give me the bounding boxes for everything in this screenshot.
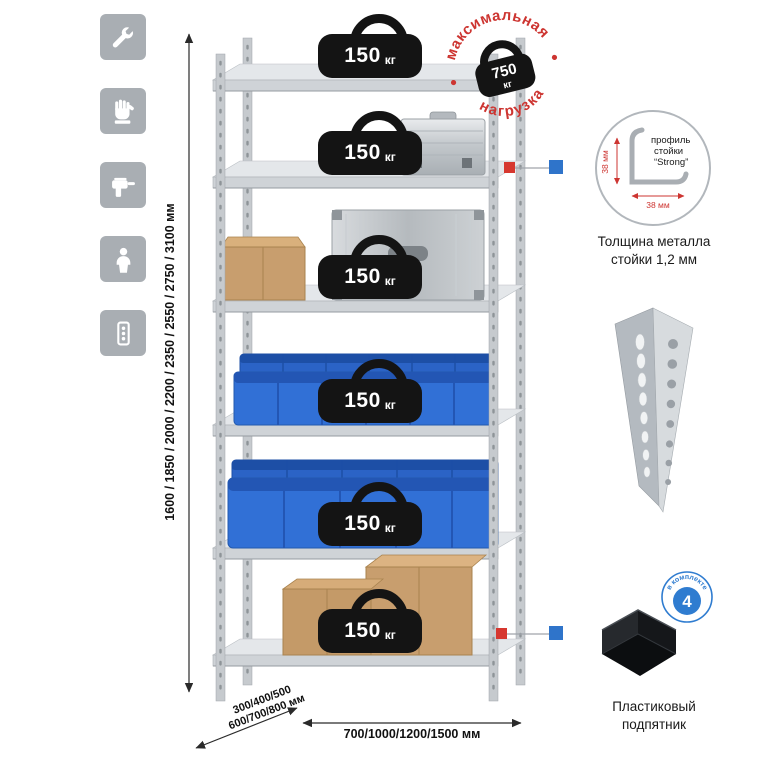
- kit-quantity-badge: в комплекте 4: [661, 571, 713, 623]
- badge-value: 4: [682, 592, 692, 611]
- blue-marker-foot: [549, 626, 563, 640]
- gloves-icon: [100, 88, 146, 134]
- foot-caption: Пластиковый подпятник: [584, 698, 724, 733]
- load-unit: кг: [384, 273, 396, 288]
- load-unit: кг: [384, 520, 396, 535]
- profile-caption: Толщина металла стойки 1,2 мм: [584, 233, 724, 268]
- rack-front-posts: [215, 53, 499, 702]
- profile-label-line1: профиль: [651, 135, 690, 146]
- foot-caption-line2: подпятник: [621, 716, 687, 732]
- cardboard-box-shelf3: [220, 236, 306, 301]
- callout-markers: [496, 160, 563, 640]
- profile-detail-circle: 38 мм 38 мм профиль стойки “Strong”: [595, 110, 711, 226]
- post-slots-left: [635, 333, 651, 478]
- width-dimension-label: 700/1000/1200/1500 мм: [343, 727, 481, 741]
- stamp-weight-unit: кг: [502, 79, 513, 92]
- profile-label-line2: стойки: [654, 146, 683, 157]
- profile-dim-horizontal-label: 38 мм: [646, 200, 670, 210]
- kettlebell-body: [475, 53, 536, 97]
- wrench-icon: [100, 14, 146, 60]
- dimension-lines: [184, 33, 522, 749]
- perforated-post-image: [614, 307, 694, 513]
- svg-text:максимальная: максимальная: [438, 4, 555, 66]
- profile-label-line3: “Strong”: [654, 157, 688, 168]
- post-profile-drawing: [629, 127, 689, 185]
- load-unit: кг: [384, 149, 396, 164]
- load-value: 150: [344, 619, 381, 642]
- red-marker-foot: [496, 628, 507, 639]
- foot-caption-line1: Пластиковый: [612, 699, 696, 714]
- load-value: 150: [344, 389, 381, 412]
- red-marker-profile: [504, 162, 515, 173]
- kettlebell-handle: [480, 40, 524, 68]
- rack-post-icon: [100, 310, 146, 356]
- stamp-arc-top: максимальная: [433, 0, 554, 66]
- profile-caption-line2: стойки 1,2 мм: [610, 251, 698, 267]
- load-unit: кг: [384, 397, 396, 412]
- load-value: 150: [344, 512, 381, 535]
- load-value: 150: [344, 141, 381, 164]
- load-value: 150: [344, 44, 381, 67]
- person-icon: [100, 236, 146, 282]
- plastic-foot-image: [601, 609, 677, 676]
- drill-icon: [100, 162, 146, 208]
- height-dimension-label: 1600 / 1850 / 2000 / 2200 / 2350 / 2550 …: [163, 203, 177, 521]
- load-unit: кг: [384, 52, 396, 67]
- stamp-weight-value: 750: [490, 60, 518, 83]
- max-load-stamp: максимальная нагрузка 750 кг: [433, 0, 570, 136]
- post-holes-right: [665, 339, 678, 485]
- load-unit: кг: [384, 627, 396, 642]
- profile-caption-line1: Толщина металла: [597, 234, 711, 249]
- load-value: 150: [344, 265, 381, 288]
- profile-dim-vertical-label: 38 мм: [600, 150, 610, 174]
- blue-marker-profile: [549, 160, 563, 174]
